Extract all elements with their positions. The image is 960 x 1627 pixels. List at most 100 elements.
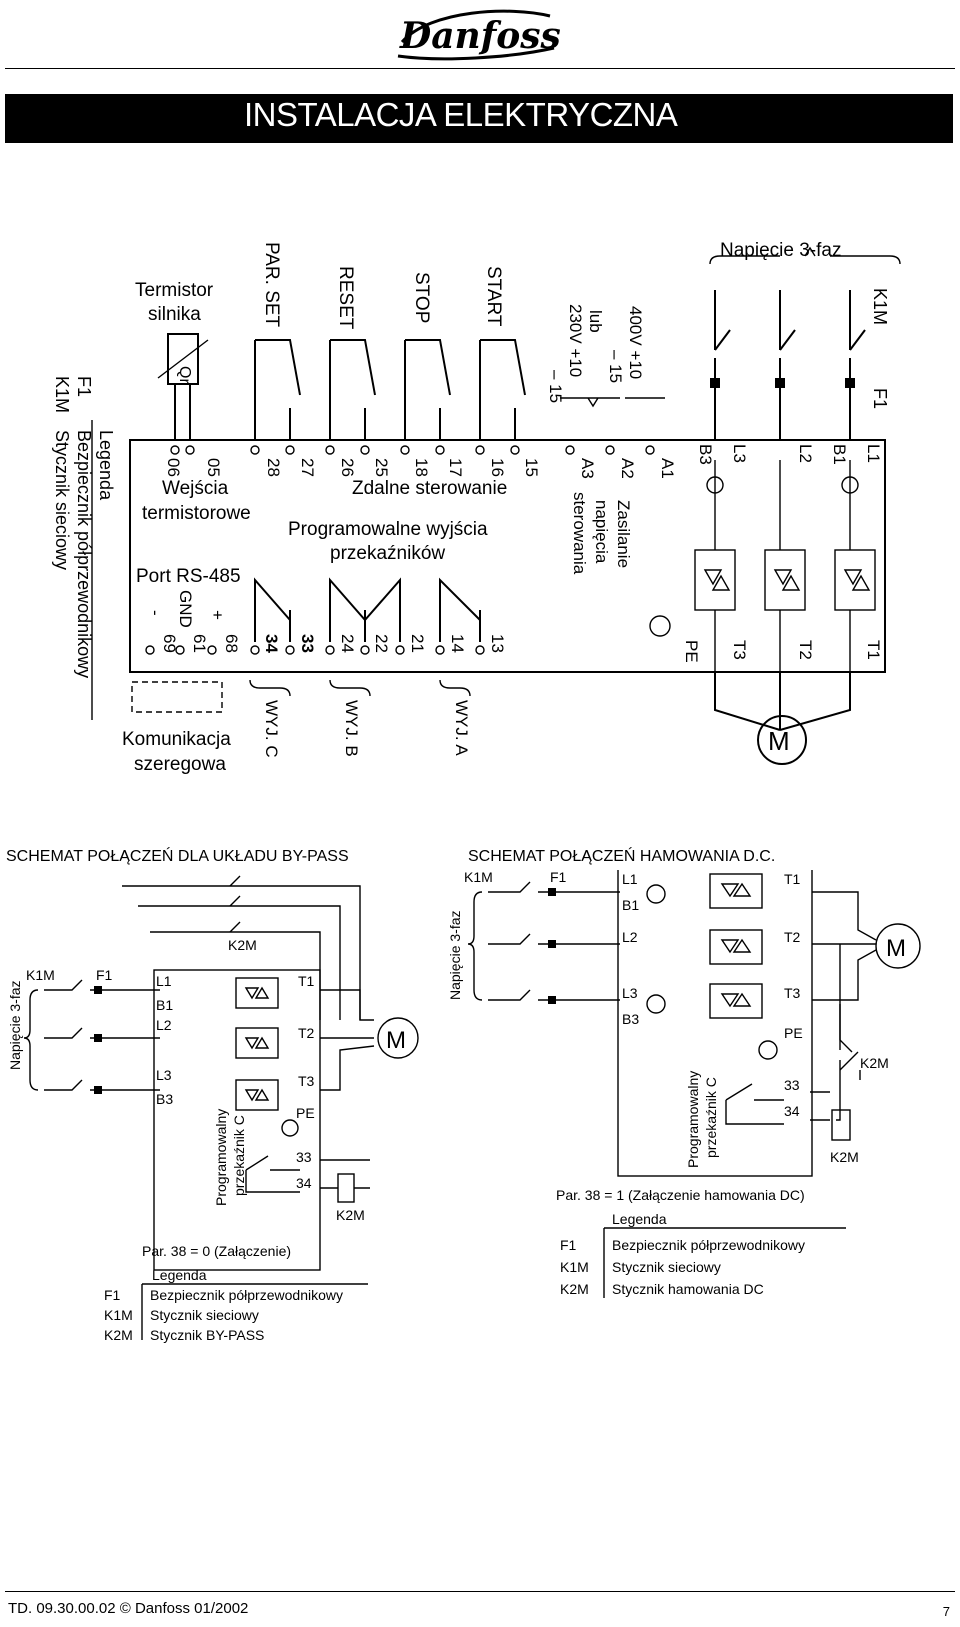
svg-text:L1: L1 [864, 444, 883, 463]
svg-text:K2M: K2M [336, 1207, 365, 1223]
svg-text:L2: L2 [156, 1017, 172, 1033]
svg-text:T1: T1 [864, 640, 883, 660]
svg-text:Bezpiecznik półprzewodnikowy: Bezpiecznik półprzewodnikowy [612, 1237, 805, 1253]
svg-text:napięcia: napięcia [592, 500, 611, 564]
svg-text:lub: lub [586, 310, 605, 333]
svg-text:B1: B1 [622, 897, 639, 913]
svg-text:K1M: K1M [870, 288, 890, 325]
svg-text:L3: L3 [730, 444, 749, 463]
svg-text:WYJ. A: WYJ. A [452, 700, 471, 756]
svg-text:18: 18 [412, 458, 431, 477]
svg-text:33: 33 [784, 1077, 800, 1093]
input-stop: STOP [411, 272, 432, 323]
page-number: 7 [942, 1604, 950, 1619]
svg-text:Bezpiecznik półprzewodnikowy: Bezpiecznik półprzewodnikowy [150, 1287, 343, 1303]
svg-text:L2: L2 [622, 929, 638, 945]
svg-text:F1: F1 [560, 1237, 577, 1253]
svg-text:06: 06 [164, 458, 183, 477]
svg-text:T1: T1 [784, 871, 801, 887]
svg-text:Komunikacja: Komunikacja [122, 729, 231, 750]
svg-text:68: 68 [222, 634, 241, 653]
svg-text:21: 21 [408, 634, 427, 653]
svg-text:przekaźników: przekaźników [330, 543, 445, 564]
svg-text:33: 33 [298, 634, 317, 653]
main-wiring-diagram: Napięcie 3-faz K1M F1 Termistor silnika … [52, 240, 901, 775]
svg-text:27: 27 [298, 458, 317, 477]
svg-text:Stycznik sieciowy: Stycznik sieciowy [150, 1307, 259, 1323]
svg-text:przekaźnik C: przekaźnik C [703, 1077, 719, 1158]
svg-text:B1: B1 [156, 997, 173, 1013]
svg-text:L3: L3 [622, 985, 638, 1001]
svg-text:13: 13 [488, 634, 507, 653]
svg-text:Legenda: Legenda [152, 1267, 207, 1283]
svg-text:26: 26 [338, 458, 357, 477]
svg-text:przekaźnik C: przekaźnik C [231, 1115, 247, 1196]
svg-text:400V +10: 400V +10 [626, 306, 645, 379]
svg-text:-: - [146, 610, 165, 616]
svg-text:– 15: – 15 [606, 350, 625, 383]
svg-text:T2: T2 [796, 640, 815, 660]
remote-control-label: Zdalne sterowanie [352, 478, 507, 499]
svg-text:M: M [886, 935, 906, 962]
svg-text:Zasilanie: Zasilanie [614, 500, 633, 568]
svg-text:33: 33 [296, 1149, 312, 1165]
page-title: INSTALACJA ELEKTRYCZNA [244, 96, 678, 133]
svg-text:230V +10: 230V +10 [566, 304, 585, 377]
svg-text:Qr: Qr [176, 366, 193, 384]
svg-text:Napięcie 3-faz: Napięcie 3-faz [447, 911, 463, 1001]
svg-text:termistorowe: termistorowe [142, 503, 251, 524]
footer-doc-id: TD. 09.30.00.02 © Danfoss 01/2002 [8, 1600, 249, 1617]
rs485-label: Port RS-485 [136, 566, 241, 587]
logo-text: Danfoss [399, 15, 560, 57]
svg-text:T3: T3 [730, 640, 749, 660]
bypass-param: Par. 38 = 0 (Załączenie) [142, 1243, 291, 1259]
svg-text:Stycznik sieciowy: Stycznik sieciowy [52, 430, 72, 570]
header-rule [5, 68, 955, 69]
svg-text:WYJ. B: WYJ. B [342, 700, 361, 757]
svg-text:17: 17 [446, 458, 465, 477]
svg-text:A3: A3 [578, 458, 597, 479]
bypass-diagram: K2M K1M F1 Napięcie 3-faz L1 B1 L2 L3 B3… [7, 875, 419, 1343]
svg-text:L3: L3 [156, 1067, 172, 1083]
svg-text:Napięcie 3-faz: Napięcie 3-faz [7, 981, 23, 1071]
svg-text:14: 14 [448, 634, 467, 653]
svg-text:+: + [208, 610, 227, 620]
svg-text:GND: GND [176, 590, 195, 628]
svg-text:F1: F1 [870, 388, 890, 409]
svg-text:B3: B3 [156, 1091, 173, 1107]
svg-text:K1M: K1M [464, 870, 493, 885]
svg-text:M: M [768, 726, 790, 756]
svg-text:Stycznik sieciowy: Stycznik sieciowy [612, 1259, 721, 1275]
controller-box [129, 439, 886, 673]
svg-text:K2M: K2M [104, 1327, 133, 1343]
svg-text:K1M: K1M [560, 1259, 589, 1275]
svg-text:Stycznik hamowania DC: Stycznik hamowania DC [612, 1281, 764, 1297]
legend-title: Legenda [96, 430, 116, 501]
svg-text:WYJ. C: WYJ. C [262, 700, 281, 758]
svg-text:szeregowa: szeregowa [134, 754, 226, 775]
svg-text:PE: PE [784, 1025, 803, 1041]
pe-label: PE [682, 640, 701, 663]
svg-text:25: 25 [372, 458, 391, 477]
svg-text:K2M: K2M [228, 937, 257, 953]
thermistor-label: Termistor [135, 280, 214, 301]
svg-text:K2M: K2M [830, 1149, 859, 1165]
braking-diagram: K1M F1 Napięcie 3-faz L1 B1 L2 L3 B3 T1 … [447, 870, 921, 1298]
svg-text:A1: A1 [658, 458, 677, 479]
input-par-set: PAR. SET [261, 242, 282, 328]
svg-text:Programowalny: Programowalny [685, 1071, 701, 1168]
svg-text:PE: PE [296, 1105, 315, 1121]
svg-text:T1: T1 [298, 973, 315, 989]
svg-text:K2M: K2M [860, 1055, 889, 1071]
svg-text:16: 16 [488, 458, 507, 477]
svg-text:Legenda: Legenda [612, 1211, 667, 1227]
svg-text:24: 24 [338, 634, 357, 653]
svg-text:K2M: K2M [560, 1281, 589, 1297]
svg-text:K1M: K1M [26, 967, 55, 983]
input-reset: RESET [335, 266, 356, 330]
svg-text:F1: F1 [74, 376, 94, 397]
svg-text:sterowania: sterowania [570, 492, 589, 575]
svg-text:28: 28 [264, 458, 283, 477]
svg-text:L1: L1 [622, 871, 638, 887]
svg-text:Bezpiecznik półprzewodnikowy: Bezpiecznik półprzewodnikowy [74, 430, 94, 678]
